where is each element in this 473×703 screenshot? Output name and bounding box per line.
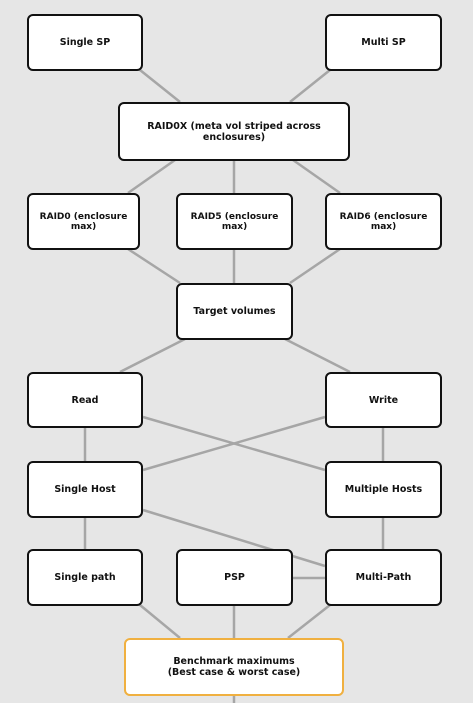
node-multiple-hosts-label: Multiple Hosts: [344, 484, 423, 495]
node-multi-path-label: Multi-Path: [355, 572, 412, 583]
node-raid0-label: RAID0 (enclosure max): [39, 211, 128, 232]
edge-single-path-benchmark: [139, 604, 181, 639]
edge-raid0-target: [127, 247, 181, 285]
node-multi-path: Multi-Path: [325, 549, 442, 606]
edge-raid0x-raid6: [292, 158, 341, 195]
edge-target-read: [119, 337, 186, 374]
node-raid5-label: RAID5 (enclosure max): [190, 211, 279, 232]
node-single-path-label: Single path: [54, 572, 116, 583]
node-psp-label: PSP: [224, 572, 245, 583]
node-write: Write: [325, 372, 442, 428]
node-benchmark-maximums: Benchmark maximums (Best case & worst ca…: [124, 638, 344, 696]
node-single-sp-label: Single SP: [59, 37, 111, 48]
edge-multi-path-benchmark: [287, 604, 331, 639]
node-single-sp: Single SP: [27, 14, 143, 71]
node-raid0x: RAID0X (meta vol striped across enclosur…: [118, 102, 350, 161]
edge-raid6-target: [289, 247, 341, 285]
node-read-label: Read: [71, 394, 99, 406]
node-target-volumes-label: Target volumes: [193, 306, 276, 317]
node-raid0x-label: RAID0X (meta vol striped across enclosur…: [147, 120, 321, 143]
node-multi-sp: Multi SP: [325, 14, 442, 71]
node-multi-sp-label: Multi SP: [361, 37, 406, 48]
node-read: Read: [27, 372, 143, 428]
node-raid0: RAID0 (enclosure max): [27, 193, 140, 250]
node-raid6-label: RAID6 (enclosure max): [339, 211, 428, 232]
node-psp: PSP: [176, 549, 293, 606]
node-raid5: RAID5 (enclosure max): [176, 193, 293, 250]
node-single-path: Single path: [27, 549, 143, 606]
node-single-host-label: Single Host: [54, 484, 116, 495]
node-write-label: Write: [368, 394, 399, 406]
edge-multi-sp-raid0x: [289, 69, 331, 103]
node-multiple-hosts: Multiple Hosts: [325, 461, 442, 518]
edge-single-host-multi-path: [142, 508, 326, 568]
edge-write-single-host: [142, 415, 326, 472]
node-benchmark-maximums-label: Benchmark maximums (Best case & worst ca…: [167, 656, 301, 678]
node-target-volumes: Target volumes: [176, 283, 293, 340]
edge-target-write: [284, 337, 351, 374]
node-raid6: RAID6 (enclosure max): [325, 193, 442, 250]
node-single-host: Single Host: [27, 461, 143, 518]
edge-raid0x-raid0: [127, 158, 176, 195]
edge-single-sp-raid0x: [139, 69, 181, 103]
